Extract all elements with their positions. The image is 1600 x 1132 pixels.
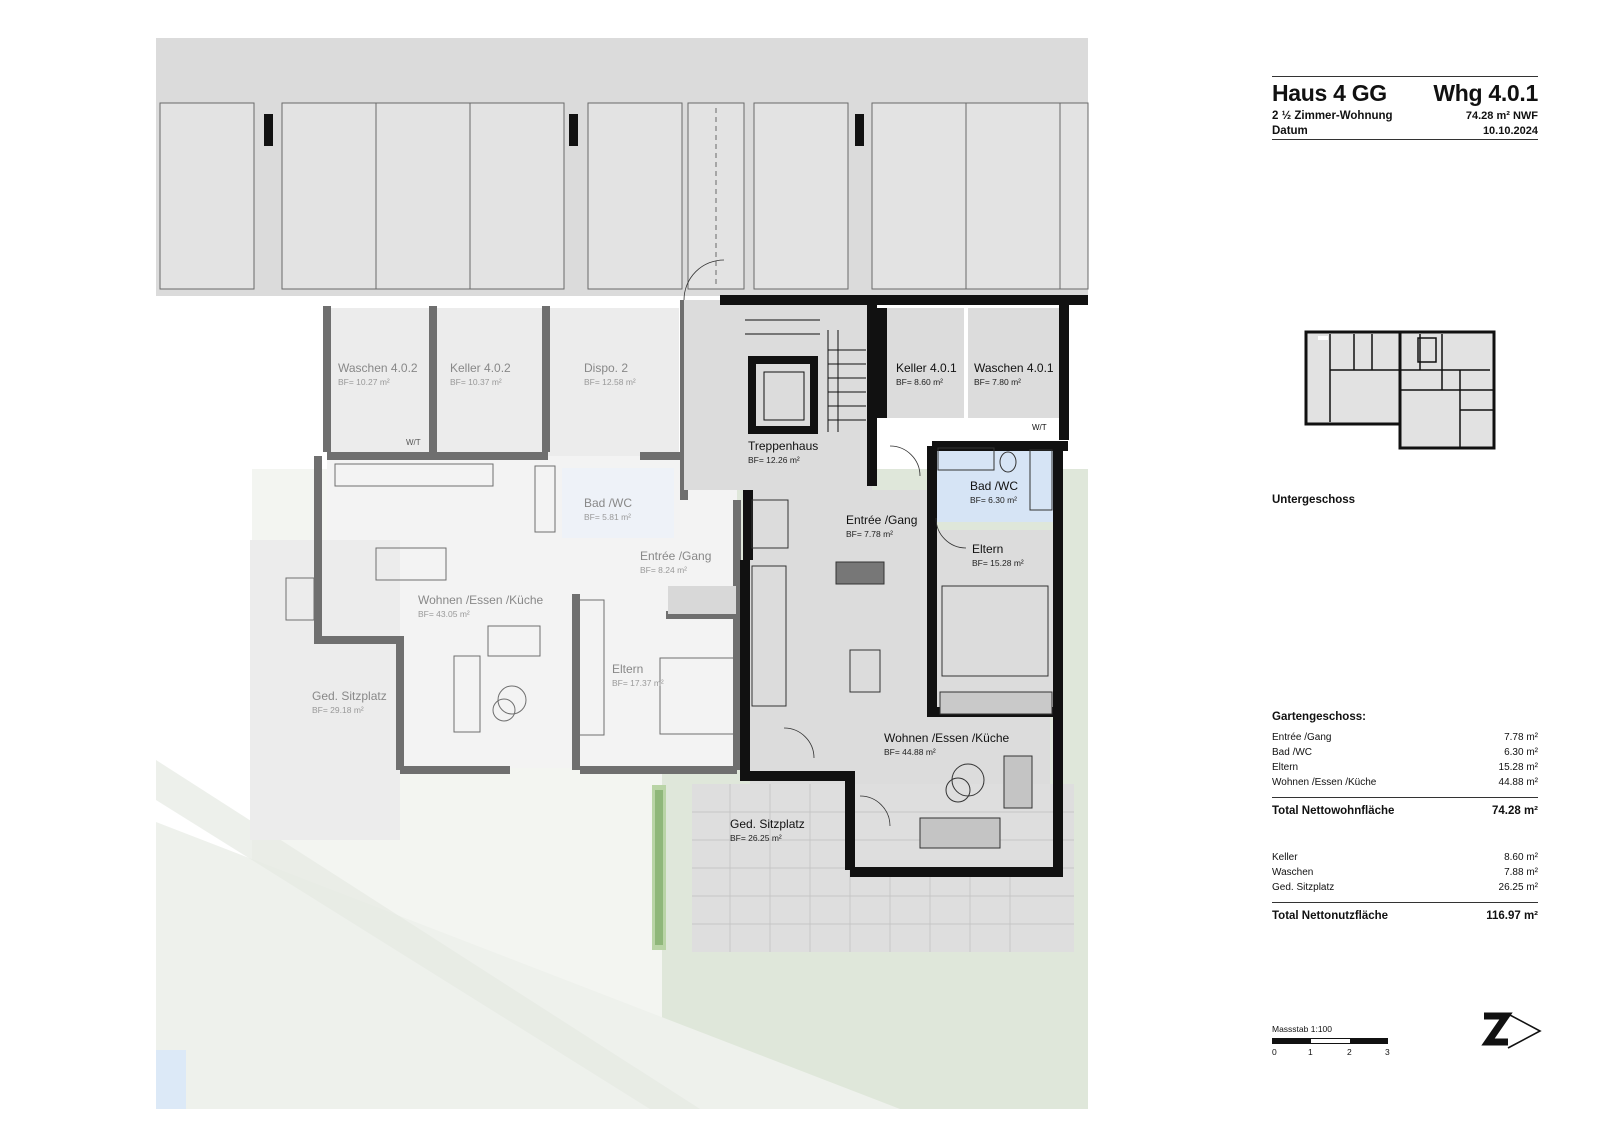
room-name: Ged. Sitzplatz	[730, 817, 805, 831]
scale-tick: 0	[1272, 1047, 1277, 1057]
door-swings	[683, 259, 967, 827]
scale-tick: 1	[1308, 1047, 1313, 1057]
summary-row: Bad /WC 6.30 m²	[1272, 747, 1538, 761]
room-area: BF= 8.24 m²	[640, 565, 687, 575]
summary-row: Waschen 7.88 m²	[1272, 867, 1538, 881]
room-name: Waschen 4.0.2	[338, 361, 418, 375]
garden-path	[156, 760, 700, 1109]
summary-row-label: Waschen	[1272, 867, 1314, 878]
room-name: Wohnen /Essen /Küche	[418, 593, 544, 607]
scale-bar-graphic	[1272, 1038, 1388, 1044]
room-area: BF= 7.78 m²	[846, 529, 893, 539]
garage-columns	[264, 114, 864, 146]
summary-row-label: Eltern	[1272, 762, 1299, 773]
active-unit-walls	[720, 295, 1088, 877]
room-name: Ged. Sitzplatz	[312, 689, 387, 703]
room-area: BF= 10.37 m²	[450, 377, 502, 387]
room-area: BF= 29.18 m²	[312, 705, 364, 715]
summary-row-label: Entrée /Gang	[1272, 732, 1332, 743]
water-edge	[156, 1050, 186, 1109]
summary-row-value: 8.60 m²	[1504, 852, 1538, 863]
room-area: BF= 44.88 m²	[884, 747, 936, 757]
summary-title: Gartengeschoss:	[1272, 711, 1366, 723]
room-name: Eltern	[972, 542, 1003, 556]
summary-row: Wohnen /Essen /Küche 44.88 m²	[1272, 777, 1538, 791]
room-name: Treppenhaus	[748, 439, 818, 453]
room-name: Dispo. 2	[584, 361, 628, 375]
room-name: Entrée /Gang	[640, 549, 711, 563]
room-area: BF= 43.05 m²	[418, 609, 470, 619]
summary-row-value: 26.25 m²	[1498, 882, 1538, 893]
date-value: 10.10.2024	[1482, 125, 1538, 137]
room-area: BF= 7.80 m²	[974, 377, 1021, 387]
hedge-dark	[655, 790, 663, 945]
room-name: Entrée /Gang	[846, 513, 917, 527]
key-plan	[1304, 330, 1496, 450]
room-area: BF= 12.58 m²	[584, 377, 636, 387]
room-area: BF= 15.28 m²	[972, 558, 1024, 568]
unit-number: Whg 4.0.1	[1433, 80, 1538, 106]
room-area: BF= 17.37 m²	[612, 678, 664, 688]
summary-row: Eltern 15.28 m²	[1272, 762, 1538, 776]
room-area: BF= 6.30 m²	[970, 495, 1017, 505]
neighbour-unit	[250, 300, 741, 840]
summary-row: Keller 8.60 m²	[1272, 852, 1538, 866]
summary-divider	[1272, 902, 1538, 903]
scale-label: Massstab 1:100	[1272, 1024, 1333, 1034]
summary-row-label: Keller	[1272, 852, 1298, 863]
total-usable-label: Total Nettonutzfläche	[1272, 910, 1389, 922]
room-name: Eltern	[612, 662, 643, 676]
washer-dryer-label: W/T	[1032, 423, 1047, 432]
room-name: Wohnen /Essen /Küche	[884, 731, 1010, 745]
room-area: BF= 26.25 m²	[730, 833, 782, 843]
garage-boxes	[159, 102, 1089, 290]
summary-row-value: 15.28 m²	[1498, 762, 1538, 773]
active-furniture	[751, 447, 1053, 849]
summary-row: Ged. Sitzplatz 26.25 m²	[1272, 882, 1538, 896]
house-title: Haus 4 GG	[1272, 80, 1387, 106]
north-arrow-icon	[1481, 1012, 1542, 1049]
unit-nwf: 74.28 m² NWF	[1465, 110, 1538, 122]
summary-row-value: 6.30 m²	[1504, 747, 1538, 758]
room-name: Keller 4.0.1	[896, 361, 957, 375]
summary-row-label: Ged. Sitzplatz	[1272, 882, 1335, 893]
total-living-value: 74.28 m²	[1491, 805, 1538, 817]
summary-row-value: 7.88 m²	[1504, 867, 1538, 878]
room-area: BF= 8.60 m²	[896, 377, 943, 387]
scale-bar: Massstab 1:100 0 1 2 3	[1272, 1024, 1402, 1064]
summary-row-label: Bad /WC	[1272, 747, 1313, 758]
washer-dryer-label: W/T	[406, 438, 421, 447]
title-block-bottom-rule	[1272, 139, 1538, 140]
summary-row-label: Wohnen /Essen /Küche	[1272, 777, 1377, 788]
room-name: Waschen 4.0.1	[974, 361, 1054, 375]
unit-type: 2 ½ Zimmer-Wohnung	[1272, 110, 1393, 122]
summary-row-value: 7.78 m²	[1504, 732, 1538, 743]
summary-divider	[1272, 797, 1538, 798]
room-name: Bad /WC	[970, 479, 1018, 493]
room-area: BF= 10.27 m²	[338, 377, 390, 387]
total-living-label: Total Nettowohnfläche	[1272, 805, 1395, 817]
scale-tick: 3	[1385, 1047, 1390, 1057]
room-area: BF= 5.81 m²	[584, 512, 631, 522]
title-block-top-rule	[1272, 76, 1538, 77]
summary-row: Entrée /Gang 7.78 m²	[1272, 732, 1538, 746]
room-area: BF= 12.26 m²	[748, 455, 800, 465]
room-name: Keller 4.0.2	[450, 361, 511, 375]
room-labels-neighbour: Waschen 4.0.2BF= 10.27 m² Keller 4.0.2BF=…	[312, 361, 711, 715]
total-usable-value: 116.97 m²	[1486, 910, 1538, 922]
level-label: Untergeschoss	[1272, 494, 1356, 506]
fixture-labels: W/T W/T	[406, 423, 1047, 447]
summary-row-value: 44.88 m²	[1498, 777, 1538, 788]
stair-core	[745, 319, 866, 434]
room-name: Bad /WC	[584, 496, 632, 510]
scale-tick: 2	[1347, 1047, 1352, 1057]
date-label: Datum	[1272, 125, 1308, 137]
